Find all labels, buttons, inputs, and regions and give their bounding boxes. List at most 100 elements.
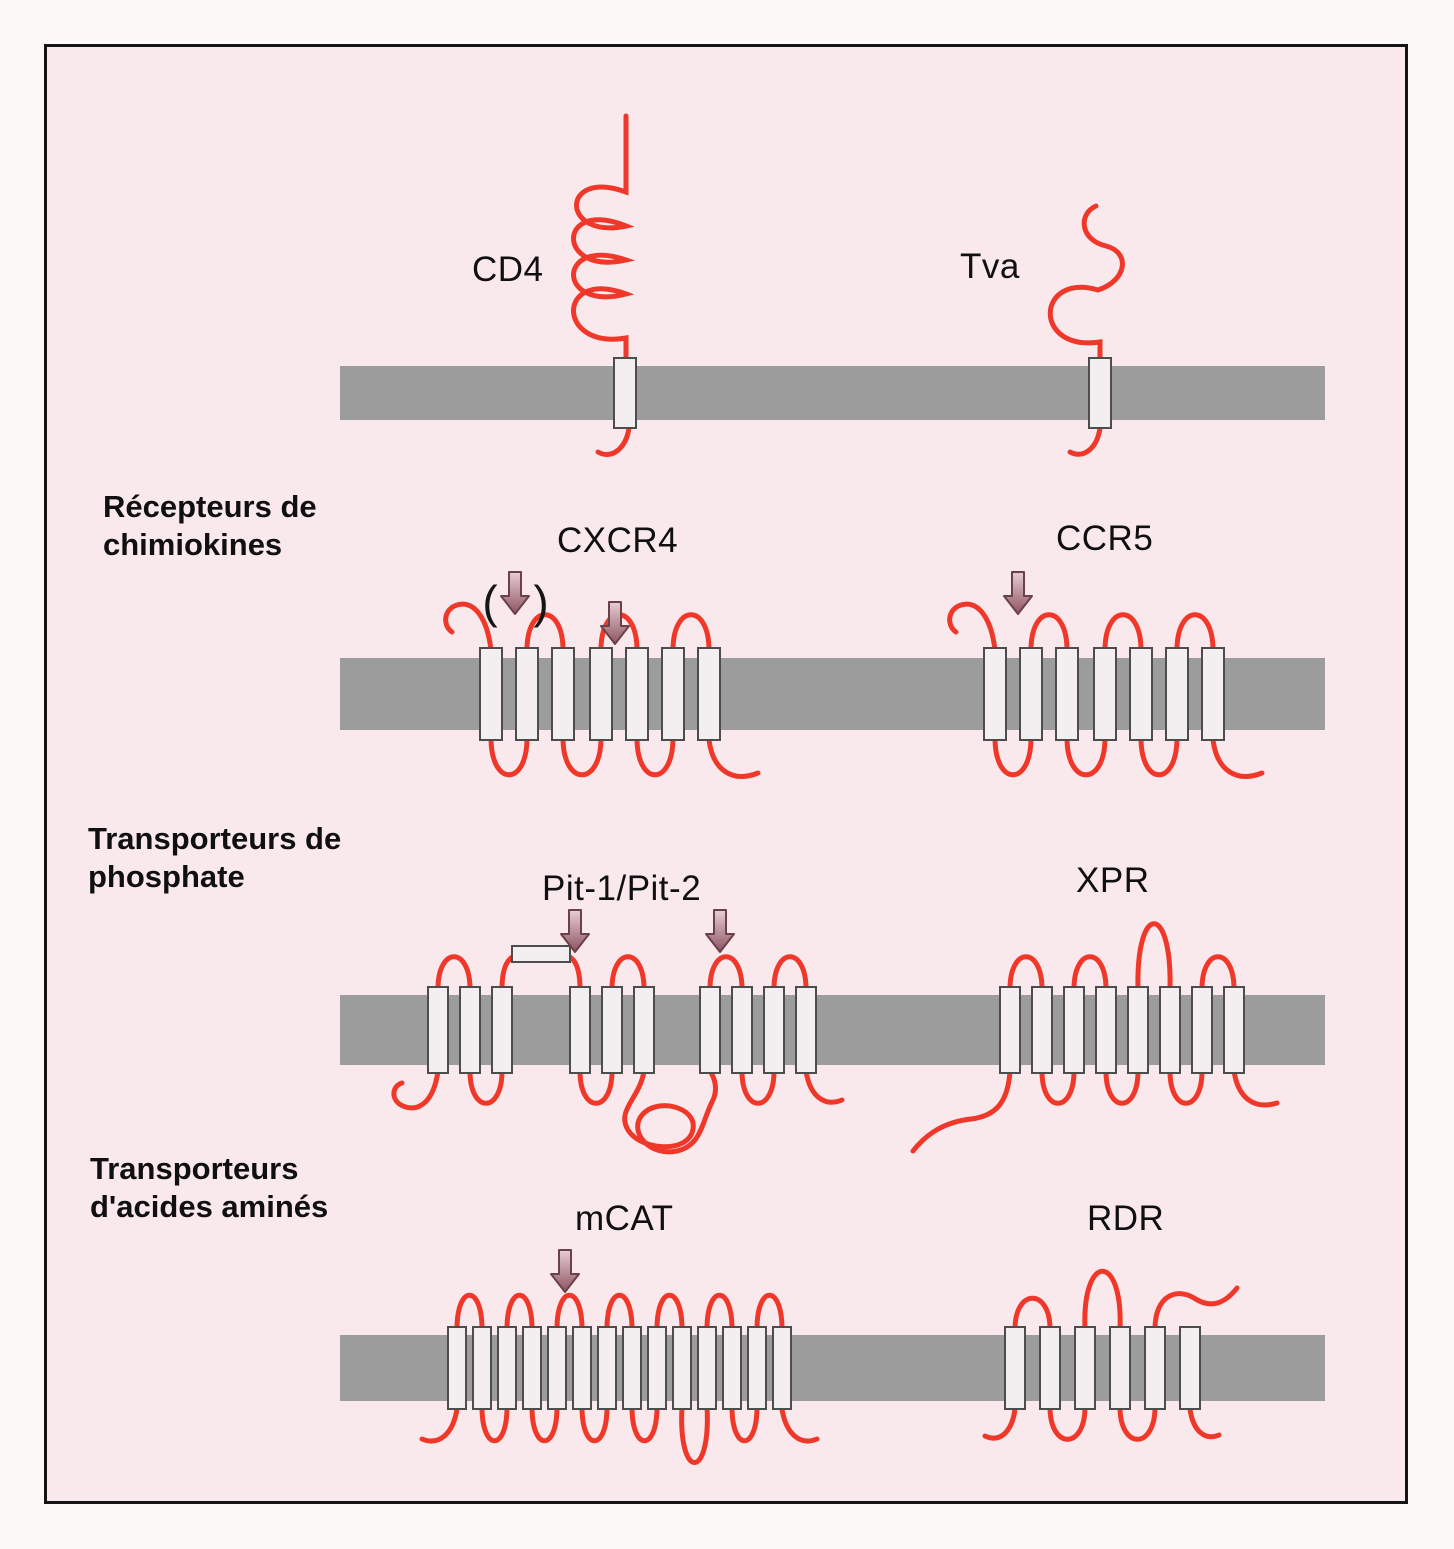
intracellular-loop xyxy=(1167,1068,1205,1106)
intracellular-loop xyxy=(1103,1068,1141,1106)
cxcr4-label: CXCR4 xyxy=(557,521,679,560)
tm-helix xyxy=(697,647,721,741)
c-terminal-tail xyxy=(706,737,761,779)
intracellular-deep-loop xyxy=(679,1404,710,1465)
intracellular-loop xyxy=(560,735,604,778)
tm-helix xyxy=(597,1326,617,1410)
cxcr4-receptor-diagram xyxy=(443,601,761,779)
tm-helix xyxy=(1088,357,1112,429)
paren-open-glyph: ( xyxy=(482,576,498,628)
extracellular-loop xyxy=(670,612,712,653)
membrane-row-4 xyxy=(340,1249,1325,1465)
extracellular-loop xyxy=(1028,612,1070,653)
c-terminal-tail xyxy=(1187,1406,1222,1440)
tm-helix xyxy=(731,986,753,1074)
tm-helix xyxy=(459,986,481,1074)
c-terminal-tail xyxy=(779,1406,820,1444)
mcat-label: mCAT xyxy=(575,1199,674,1238)
tm-helix xyxy=(447,1326,467,1410)
tm-helix xyxy=(1095,986,1117,1074)
cd4-label: CD4 xyxy=(472,250,544,289)
intracellular-loop xyxy=(634,735,676,778)
tm-helix xyxy=(1109,1326,1131,1410)
tm-helix xyxy=(1039,1326,1061,1410)
ccr5-receptor-diagram xyxy=(947,601,1265,779)
tm-helix xyxy=(569,986,591,1074)
intracellular-loop xyxy=(629,1404,660,1443)
intracellular-loop xyxy=(739,1068,777,1106)
cd4-extracellular-chain xyxy=(571,113,636,361)
tm-helix xyxy=(1063,986,1085,1074)
tm-helix xyxy=(613,357,637,429)
intracellular-loop xyxy=(577,1068,615,1106)
down-arrow-icon xyxy=(1003,571,1033,615)
section-label-phosphate-transporters: Transporteurs de phosphate xyxy=(88,820,341,896)
extracellular-loop xyxy=(771,954,809,992)
extracellular-loop xyxy=(604,1293,635,1332)
tm-helix xyxy=(1179,1326,1201,1410)
section-label-line: Récepteurs de xyxy=(103,489,317,524)
tm-helix xyxy=(625,647,649,741)
membrane-row-1 xyxy=(340,113,1325,457)
tm-helix xyxy=(1127,986,1149,1074)
intracellular-tangle-loop xyxy=(622,1068,718,1155)
extracellular-sweep-tail xyxy=(1152,1285,1240,1332)
down-arrow-icon xyxy=(500,571,530,615)
tm-helix xyxy=(622,1326,642,1410)
tm-helix xyxy=(661,647,685,741)
membrane-bar xyxy=(340,658,1325,730)
tm-helix xyxy=(699,986,721,1074)
tm-helix xyxy=(633,986,655,1074)
tva-label: Tva xyxy=(960,247,1020,286)
section-label-line: phosphate xyxy=(88,858,245,894)
cd4-receptor-diagram xyxy=(571,113,637,457)
intracellular-loop xyxy=(1047,1404,1088,1442)
intracellular-loop xyxy=(1117,1404,1158,1442)
membrane-bar xyxy=(340,366,1325,420)
tm-helix xyxy=(589,647,613,741)
tm-helix xyxy=(1159,986,1181,1074)
extracellular-loop xyxy=(1012,1296,1053,1332)
rdr-transporter-diagram xyxy=(982,1268,1240,1442)
tm-helix xyxy=(427,986,449,1074)
intracellular-loop xyxy=(488,735,530,778)
extracellular-loop xyxy=(1199,954,1237,992)
n-terminal-tail xyxy=(443,601,494,653)
down-arrow-icon xyxy=(705,909,735,953)
extracellular-loop xyxy=(524,612,566,653)
tm-helix xyxy=(1055,647,1079,741)
tm-helix xyxy=(547,1326,567,1410)
tm-helix xyxy=(1129,647,1153,741)
extracellular-loop xyxy=(1102,612,1144,653)
membrane-row-2: ( ) xyxy=(340,571,1325,779)
n-terminal-tail xyxy=(910,1068,1013,1154)
tm-helix xyxy=(1165,647,1189,741)
mcat-transporter-diagram xyxy=(419,1293,820,1465)
n-terminal-tail xyxy=(982,1406,1018,1441)
intracellular-loop xyxy=(467,1068,505,1106)
pit-transporter-diagram xyxy=(391,945,845,1155)
extracellular-loop xyxy=(609,954,647,992)
section-label-line: chimiokines xyxy=(103,526,283,562)
extracellular-loop xyxy=(1071,954,1109,992)
extracellular-loop xyxy=(1174,612,1216,653)
extracellular-loop xyxy=(435,954,473,992)
tm-helix xyxy=(1223,986,1245,1074)
pit-label: Pit-1/Pit-2 xyxy=(542,869,702,908)
extracellular-loop xyxy=(707,954,745,992)
tm-helix xyxy=(479,647,503,741)
extracellular-loop xyxy=(1007,954,1045,992)
intracellular-loop xyxy=(479,1404,510,1443)
tm-helix xyxy=(763,986,785,1074)
intracellular-loop xyxy=(1039,1068,1077,1106)
intracellular-loop xyxy=(1138,735,1180,778)
n-terminal-tail xyxy=(391,1068,441,1111)
intracellular-loop xyxy=(579,1404,610,1443)
extracellular-loop xyxy=(504,1293,535,1332)
tm-helix xyxy=(999,986,1021,1074)
tm-helix xyxy=(672,1326,692,1410)
tm-helix xyxy=(515,647,539,741)
tva-extracellular-chain xyxy=(1047,203,1125,361)
